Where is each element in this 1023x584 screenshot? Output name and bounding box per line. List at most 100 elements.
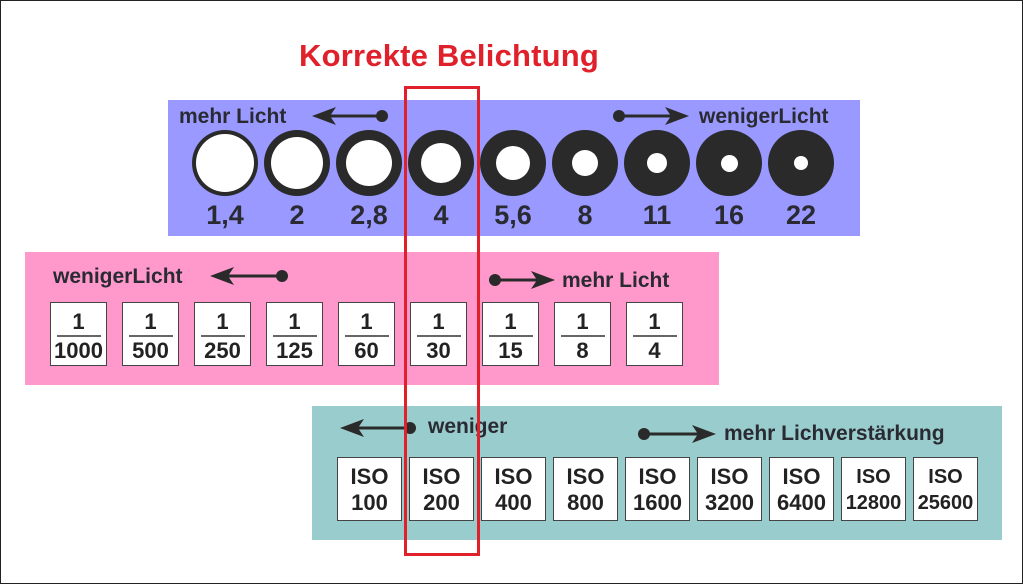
fraction-bar bbox=[128, 335, 173, 337]
aperture-opening bbox=[572, 150, 598, 176]
denominator: 1000 bbox=[54, 337, 103, 363]
aperture-circle-icon bbox=[336, 130, 402, 196]
iso-value: 400 bbox=[495, 490, 532, 515]
iso-prefix: ISO bbox=[710, 464, 749, 489]
iso-prefix: ISO bbox=[782, 464, 821, 489]
f-stop-label: 1,4 bbox=[206, 200, 244, 230]
denominator: 60 bbox=[354, 337, 379, 363]
aperture-opening bbox=[496, 146, 530, 180]
iso-value: 100 bbox=[351, 490, 388, 515]
iso-prefix: ISO bbox=[856, 466, 891, 488]
numerator: 1 bbox=[72, 309, 85, 334]
shutter-speed-box: 1 1000 bbox=[50, 302, 107, 366]
numerator: 1 bbox=[504, 309, 517, 334]
aperture-circle-icon bbox=[768, 130, 834, 196]
numerator: 1 bbox=[144, 309, 157, 334]
fraction-bar bbox=[272, 335, 317, 337]
iso-value: 1600 bbox=[633, 490, 682, 515]
numerator: 1 bbox=[432, 309, 445, 334]
aperture-circle-icon bbox=[624, 130, 690, 196]
aperture-right-label: wenigerLicht bbox=[699, 105, 829, 128]
denominator: 125 bbox=[276, 337, 313, 363]
arrow-left-icon bbox=[340, 419, 416, 437]
arrow-right-icon bbox=[638, 425, 716, 443]
iso-left-label: weniger bbox=[428, 415, 508, 438]
f-stop-label: 16 bbox=[713, 200, 745, 230]
arrow-right-icon bbox=[489, 271, 555, 289]
aperture-opening bbox=[421, 143, 461, 183]
aperture-opening bbox=[196, 134, 254, 192]
f-stop-label: 11 bbox=[642, 200, 672, 230]
denominator: 30 bbox=[426, 337, 451, 363]
iso-box: ISO 25600 bbox=[913, 457, 978, 521]
fraction-bar bbox=[56, 335, 101, 337]
aperture-left-label: mehr Licht bbox=[179, 105, 287, 128]
fraction-bar bbox=[344, 335, 389, 337]
fraction-bar bbox=[560, 335, 605, 337]
arrow-right-icon bbox=[613, 107, 689, 125]
iso-box: ISO 12800 bbox=[841, 457, 906, 521]
fraction-bar bbox=[488, 335, 533, 337]
fraction-bar bbox=[416, 335, 461, 337]
fraction-bar bbox=[200, 335, 245, 337]
aperture-circle-icon bbox=[552, 130, 618, 196]
aperture-circle-icon bbox=[264, 130, 330, 196]
iso-value: 200 bbox=[423, 490, 460, 515]
iso-right-label: mehr Lichverstärkung bbox=[724, 422, 945, 445]
numerator: 1 bbox=[288, 309, 301, 334]
denominator: 500 bbox=[132, 337, 169, 363]
aperture-circle-icon bbox=[480, 130, 546, 196]
shutter-right-label: mehr Licht bbox=[562, 269, 670, 292]
denominator: 15 bbox=[498, 337, 523, 363]
diagram-title: Korrekte Belichtung bbox=[299, 38, 600, 73]
f-stop-label: 2 bbox=[289, 200, 305, 230]
iso-value: 6400 bbox=[777, 490, 826, 515]
denominator: 8 bbox=[576, 337, 589, 363]
f-stop-label: 22 bbox=[785, 200, 817, 230]
arrow-left-icon bbox=[312, 107, 388, 125]
iso-prefix: ISO bbox=[928, 466, 963, 488]
iso-prefix: ISO bbox=[494, 464, 533, 489]
aperture-circle-icon bbox=[192, 130, 258, 196]
f-stop-label: 5,6 bbox=[494, 200, 532, 230]
numerator: 1 bbox=[576, 309, 589, 334]
iso-prefix: ISO bbox=[638, 464, 677, 489]
numerator: 1 bbox=[360, 309, 373, 334]
aperture-circle-icon bbox=[696, 130, 762, 196]
aperture-opening bbox=[271, 137, 323, 189]
iso-prefix: ISO bbox=[350, 464, 389, 489]
aperture-opening bbox=[346, 140, 392, 186]
aperture-circle-icon bbox=[408, 130, 474, 196]
iso-value: 3200 bbox=[705, 490, 754, 515]
numerator: 1 bbox=[648, 309, 661, 334]
aperture-opening bbox=[794, 156, 808, 170]
aperture-opening bbox=[720, 154, 738, 172]
iso-value: 25600 bbox=[917, 492, 974, 514]
iso-value: 800 bbox=[567, 490, 604, 515]
f-stop-label: 2,8 bbox=[350, 200, 388, 230]
iso-prefix: ISO bbox=[566, 464, 605, 489]
numerator: 1 bbox=[216, 309, 229, 334]
shutter-left-label: wenigerLicht bbox=[53, 265, 183, 288]
correct-exposure-highlight bbox=[404, 86, 480, 556]
denominator: 4 bbox=[648, 337, 661, 363]
f-stop-label: 4 bbox=[433, 200, 449, 230]
iso-value: 12800 bbox=[845, 492, 902, 514]
arrow-left-icon bbox=[210, 267, 288, 285]
iso-prefix: ISO bbox=[422, 464, 461, 489]
